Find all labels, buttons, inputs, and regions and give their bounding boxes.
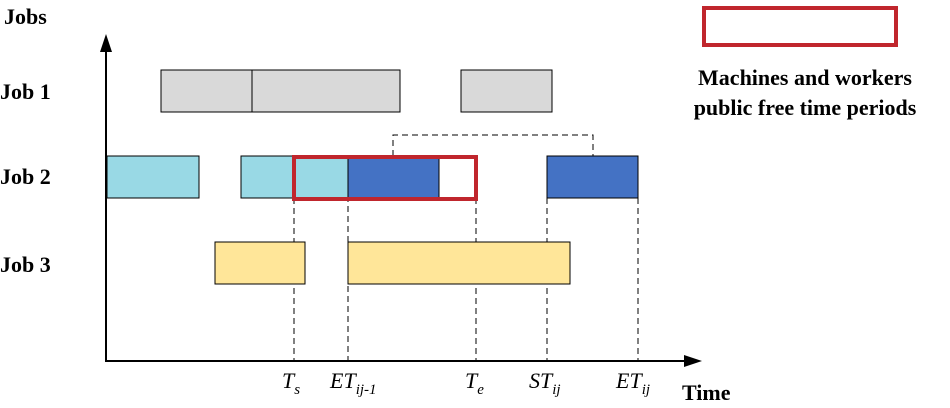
y-axis-arrow [100, 34, 112, 52]
job-label-2: Job 2 [0, 164, 51, 189]
job-label-3: Job 3 [0, 252, 51, 277]
job1-block-3 [460, 69, 553, 113]
job2-block-3 [347, 155, 440, 199]
marker-st: STij [529, 368, 561, 398]
marker-et: ETij [615, 368, 650, 398]
x-axis-arrow [684, 355, 702, 367]
marker-ts: Ts [282, 368, 300, 398]
y-axis-label: Jobs [4, 4, 47, 29]
job3-block-2 [347, 241, 571, 285]
job3-block-1 [214, 241, 306, 285]
x-axis-label: Time [682, 380, 731, 405]
legend-line-1: Machines and workers [698, 65, 912, 90]
job2-block-4 [546, 155, 639, 199]
job1-block-1 [160, 69, 253, 113]
legend-swatch [702, 6, 898, 47]
move-bracket [392, 134, 594, 156]
job2-block-1 [106, 155, 200, 199]
job1-block-2 [251, 69, 401, 113]
legend-line-2: public free time periods [694, 95, 917, 120]
marker-te: Te [465, 368, 484, 398]
free-period-box [292, 155, 478, 201]
marker-et-prev: ETij-1 [329, 368, 377, 398]
job-label-1: Job 1 [0, 79, 51, 104]
